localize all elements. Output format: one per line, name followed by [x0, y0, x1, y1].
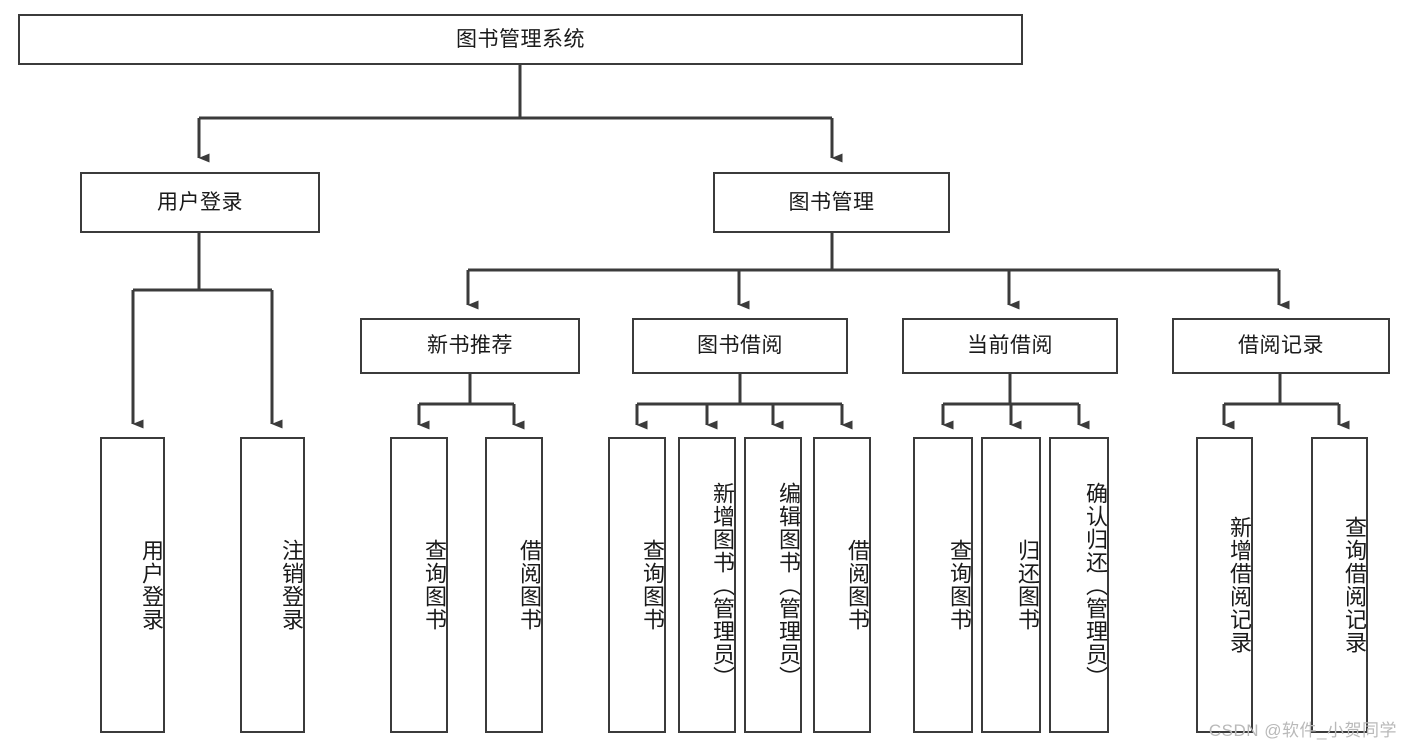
leaf-add-borrow-record[interactable]: 新增借阅记录	[1196, 437, 1253, 733]
node-label: 新书推荐	[427, 334, 513, 358]
node-book-borrowing[interactable]: 图书借阅	[632, 318, 848, 374]
watermark-text: CSDN @软件_小贺同学	[1208, 721, 1397, 740]
node-label: 新增借阅记录	[1227, 516, 1252, 654]
leaf-user-login[interactable]: 用户登录	[100, 437, 165, 733]
node-label: 归还图书	[1015, 539, 1040, 631]
leaf-query-books-recommend[interactable]: 查询图书	[390, 437, 448, 733]
node-label: 借阅记录	[1238, 334, 1324, 358]
node-label: 查询借阅记录	[1342, 516, 1367, 654]
leaf-borrow-book[interactable]: 借阅图书	[813, 437, 871, 733]
node-label: 借阅图书	[845, 539, 870, 631]
node-label: 图书管理系统	[456, 27, 585, 51]
node-label: 用户登录	[157, 190, 243, 214]
leaf-return-book[interactable]: 归还图书	[981, 437, 1041, 733]
leaf-query-books-current[interactable]: 查询图书	[913, 437, 973, 733]
node-label: 图书借阅	[697, 334, 783, 358]
leaf-borrow-books-recommend[interactable]: 借阅图书	[485, 437, 543, 733]
node-label: 查询图书	[640, 539, 665, 631]
node-new-book-recommendation[interactable]: 新书推荐	[360, 318, 580, 374]
node-label: 查询图书	[422, 539, 447, 631]
leaf-query-books-borrowing[interactable]: 查询图书	[608, 437, 666, 733]
node-book-management[interactable]: 图书管理	[713, 172, 950, 233]
node-user-login[interactable]: 用户登录	[80, 172, 320, 233]
node-label: 确认归还（管理员）	[1083, 481, 1108, 689]
node-label: 新增图书（管理员）	[710, 481, 735, 689]
node-current-borrowing[interactable]: 当前借阅	[902, 318, 1118, 374]
node-label: 编辑图书（管理员）	[776, 481, 801, 689]
node-label: 查询图书	[947, 539, 972, 631]
node-label: 借阅图书	[517, 539, 542, 631]
node-label: 当前借阅	[967, 334, 1053, 358]
node-label: 用户登录	[139, 539, 164, 631]
leaf-logout[interactable]: 注销登录	[240, 437, 305, 733]
leaf-confirm-return-admin[interactable]: 确认归还（管理员）	[1049, 437, 1109, 733]
leaf-add-book-admin[interactable]: 新增图书（管理员）	[678, 437, 736, 733]
leaf-query-borrow-record[interactable]: 查询借阅记录	[1311, 437, 1368, 733]
node-borrowing-records[interactable]: 借阅记录	[1172, 318, 1390, 374]
node-label: 注销登录	[279, 539, 304, 631]
leaf-edit-book-admin[interactable]: 编辑图书（管理员）	[744, 437, 802, 733]
node-root-system[interactable]: 图书管理系统	[18, 14, 1023, 65]
node-label: 图书管理	[788, 190, 875, 214]
